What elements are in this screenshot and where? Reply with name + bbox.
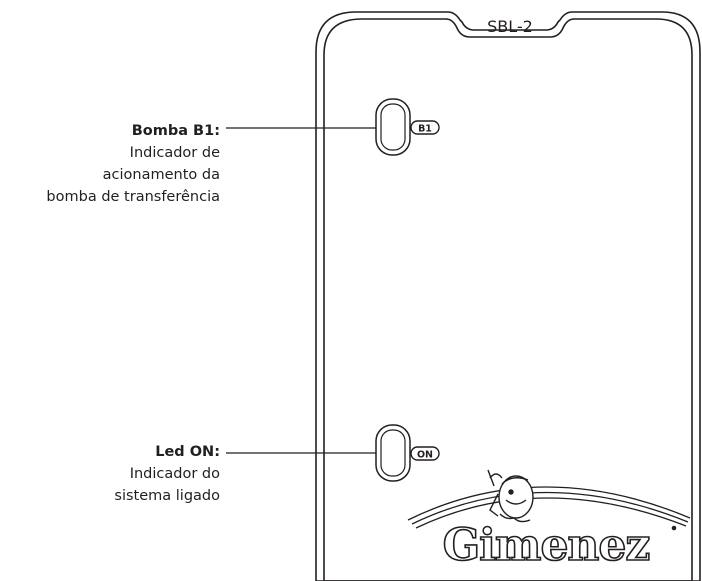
b1-badge-text: B1 bbox=[418, 124, 432, 135]
b1-callout-line-3: bomba de transferência bbox=[46, 189, 220, 205]
b1-indicator-window-inner bbox=[380, 103, 406, 151]
cow-mascot-icon bbox=[487, 469, 534, 523]
b1-callout-title: Bomba B1: bbox=[131, 123, 220, 139]
on-callout-title: Led ON: bbox=[155, 444, 220, 460]
on-badge-text: ON bbox=[417, 450, 433, 461]
b1-badge-outline bbox=[410, 120, 440, 135]
device-face-inner bbox=[323, 18, 693, 581]
on-callout-line-1: Indicador do bbox=[129, 466, 220, 482]
b1-callout: Bomba B1: Indicador de acionamento da bo… bbox=[46, 120, 220, 208]
model-label: SBL-2 bbox=[487, 17, 533, 36]
on-badge-outline bbox=[410, 446, 440, 461]
gimenez-logo: Gimenez bbox=[407, 469, 691, 572]
on-indicator-window-inner bbox=[380, 429, 406, 477]
on-callout: Led ON: Indicador do sistema ligado bbox=[114, 441, 220, 507]
b1-indicator-window bbox=[375, 98, 411, 156]
b1-callout-line-1: Indicador de bbox=[129, 145, 220, 161]
device-enclosure-outer bbox=[315, 11, 701, 581]
on-callout-line-2: sistema ligado bbox=[114, 488, 220, 504]
b1-callout-line-2: acionamento da bbox=[102, 167, 220, 183]
gimenez-wordmark: Gimenez bbox=[443, 520, 650, 571]
